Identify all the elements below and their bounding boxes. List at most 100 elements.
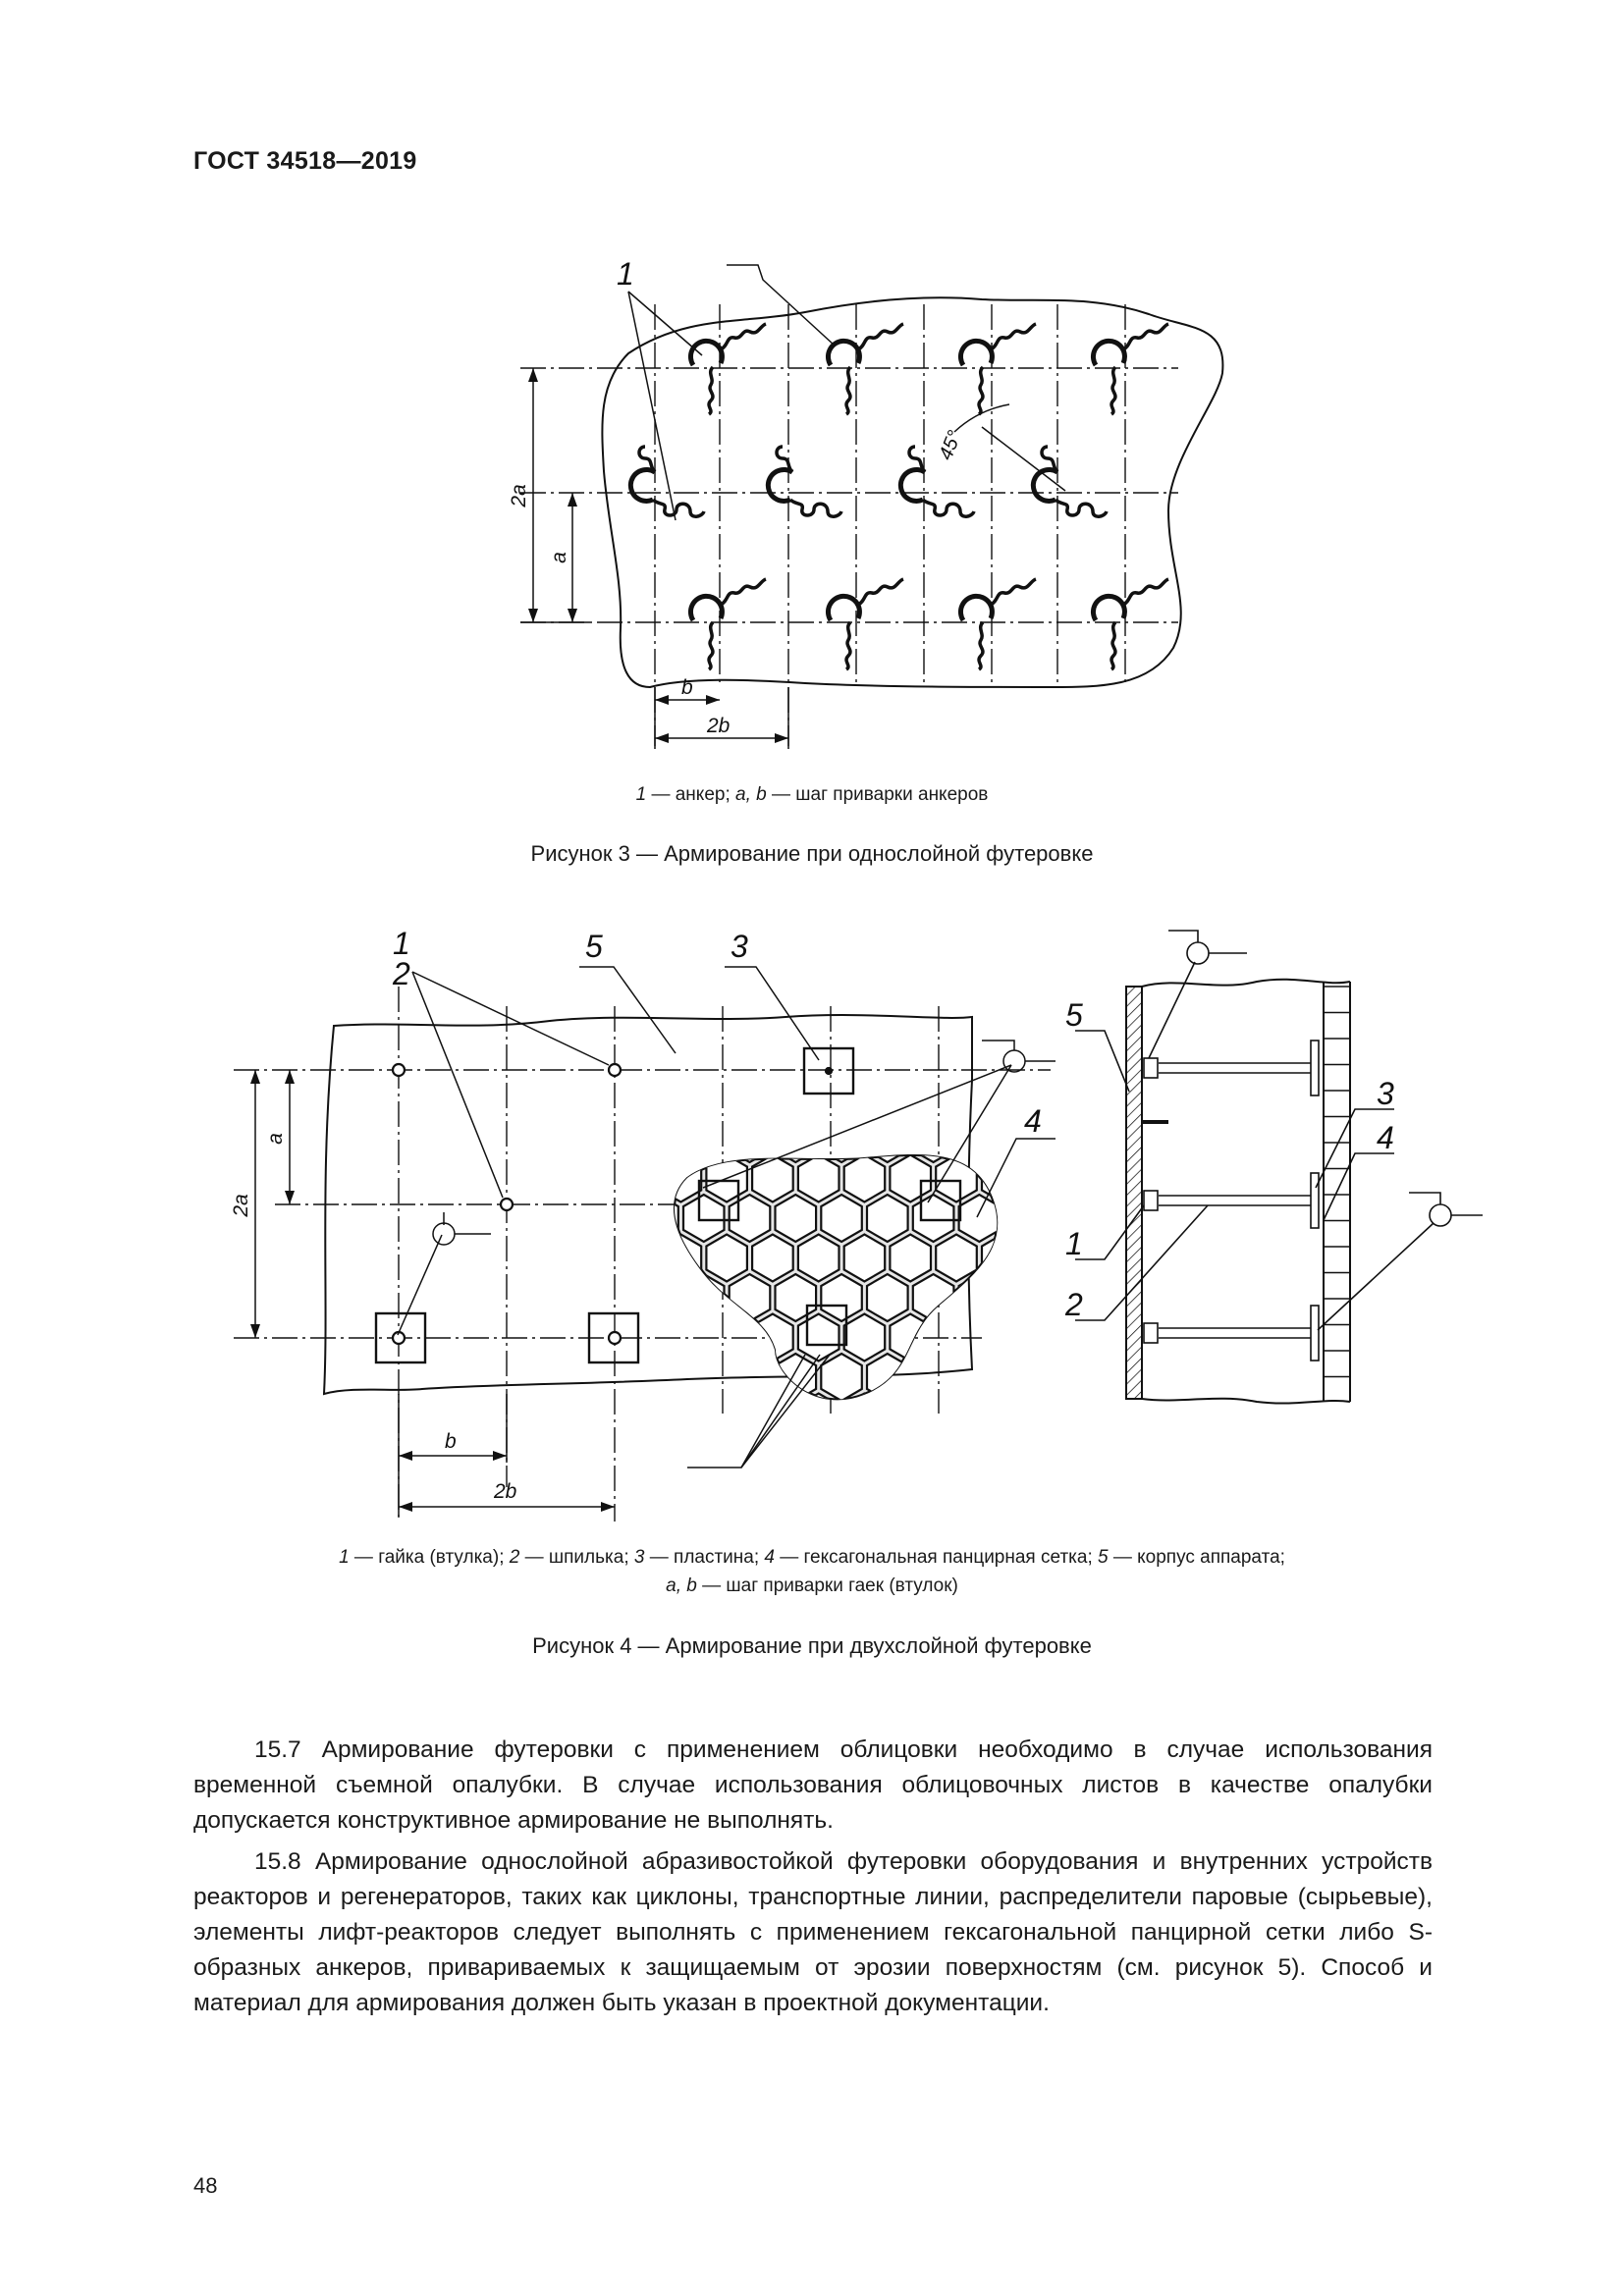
hex-mesh-cell	[1165, 1473, 1207, 1521]
hex-mesh-cell	[675, 1392, 703, 1400]
hex-mesh-cell	[796, 1392, 840, 1400]
hex-mesh-cell	[865, 1272, 909, 1323]
hex-mesh-cell	[980, 1392, 998, 1400]
hex-mesh-cell	[959, 1433, 1001, 1480]
hex-mesh-cell	[637, 1433, 678, 1480]
hex-mesh-cell	[774, 1154, 818, 1164]
fig3-anchor	[1090, 577, 1169, 671]
hex-mesh-cell	[675, 1352, 679, 1400]
hex-mesh-cell	[911, 1193, 955, 1244]
hex-mesh-cell	[1097, 1433, 1138, 1480]
hex-mesh-cell	[1028, 1235, 1069, 1282]
hex-mesh-cell	[705, 1392, 749, 1400]
hex-mesh-cell	[1234, 1115, 1275, 1162]
fig3-legend-part: 1	[635, 784, 647, 805]
hex-mesh-cell	[750, 1233, 794, 1283]
fig4-dim-a: a	[264, 1133, 287, 1145]
hex-mesh-cell	[728, 1193, 772, 1244]
hex-mesh-cell	[1004, 1274, 1046, 1321]
hex-mesh-cell	[675, 1233, 703, 1283]
figure-4-legend: 1 — гайка (втулка); 2 — шпилька; 3 — пла…	[196, 1543, 1428, 1600]
fig3-legend-part: — шаг приварки анкеров	[766, 784, 989, 805]
hex-mesh-cell	[1143, 1195, 1184, 1242]
hex-mesh-cell	[1028, 1314, 1069, 1362]
hex-mesh-cell	[1143, 1274, 1184, 1321]
hex-mesh-cell	[1212, 1235, 1253, 1282]
hex-mesh-cell	[842, 1392, 887, 1400]
hex-mesh-cell	[706, 1473, 747, 1521]
hex-mesh-cell	[1143, 1433, 1184, 1480]
hex-mesh-cell	[681, 1193, 726, 1244]
fig4-side-label-4: 4	[1377, 1120, 1394, 1155]
fig3-anchor	[765, 445, 843, 518]
hex-mesh-cell	[957, 1193, 998, 1244]
hex-mesh-cell	[957, 1154, 998, 1164]
hex-mesh-cell	[982, 1473, 1023, 1521]
figure-4-drawing: 1 2 5 3 4 a 2a b 2b	[230, 926, 1483, 1522]
fig3-outline	[601, 296, 1224, 689]
hex-mesh-cell	[844, 1473, 886, 1521]
hex-mesh-cell	[889, 1233, 933, 1283]
hex-mesh-cell	[675, 1154, 703, 1203]
fig3-anchor	[957, 577, 1037, 671]
hex-mesh-cell	[821, 1433, 862, 1480]
fig4-label-4: 4	[1024, 1103, 1042, 1139]
hex-mesh-cell	[1074, 1473, 1115, 1521]
hex-mesh-cell	[842, 1154, 887, 1203]
figure-3-caption: Рисунок 3 — Армирование при однослойной …	[530, 841, 1094, 866]
fig3-dim-b: b	[681, 676, 693, 699]
hex-mesh-cell	[1234, 1433, 1275, 1480]
fig3-anchor	[825, 577, 904, 671]
hex-mesh-cell	[890, 1473, 931, 1521]
hex-mesh-cell	[889, 1154, 933, 1203]
hex-mesh-cell	[1258, 1235, 1299, 1282]
hex-mesh-cell	[728, 1154, 772, 1164]
fig4-dim-2a: 2a	[230, 1194, 252, 1217]
hex-mesh-cell	[1165, 1235, 1207, 1282]
hex-mesh-cell	[750, 1312, 794, 1362]
fig4-label-5: 5	[585, 929, 603, 964]
hex-mesh-cell	[1234, 1195, 1275, 1242]
hex-mesh-cell	[980, 1312, 998, 1362]
hex-mesh-cell	[1028, 1394, 1069, 1441]
hex-mesh-cell	[661, 1473, 702, 1521]
hex-mesh-cell	[820, 1272, 863, 1323]
fig3-callout-1: 1	[617, 256, 634, 292]
fig4-side-label-2: 2	[1064, 1287, 1083, 1322]
fig3-anchor	[1030, 445, 1109, 518]
hex-mesh-cell	[865, 1193, 909, 1244]
hex-mesh-cell	[675, 1272, 679, 1323]
fig4-legend-line-2: a, b — шаг приварки гаек (втулок)	[196, 1572, 1428, 1600]
fig4-legend-part: — гайка (втулка);	[349, 1547, 510, 1568]
hex-mesh-cell	[820, 1193, 863, 1244]
page-number: 48	[193, 2173, 218, 2198]
hex-mesh-cell	[750, 1154, 794, 1203]
hex-mesh-cell	[1004, 1354, 1046, 1401]
fig4-side-label-5: 5	[1065, 997, 1083, 1033]
hex-mesh-cell	[1028, 1473, 1069, 1521]
hex-mesh-cell	[796, 1154, 840, 1203]
fig4-legend-part: — корпус аппарата;	[1108, 1547, 1285, 1568]
hex-mesh-cell	[1188, 1274, 1229, 1321]
figure-3-legend: 1 — анкер; a, b — шаг приварки анкеров	[196, 780, 1428, 809]
hex-mesh-cell	[705, 1233, 749, 1283]
fig3-anchor	[957, 322, 1037, 416]
hex-mesh-cell	[728, 1272, 772, 1323]
fig3-legend-part: a, b	[735, 784, 767, 805]
figure-4-caption: Рисунок 4 — Армирование при двухслойной …	[532, 1633, 1092, 1658]
paragraph-15-8: 15.8 Армирование однослойной абразивосто…	[193, 1848, 1433, 2016]
hex-mesh-cell	[750, 1392, 794, 1400]
hex-mesh-cell	[865, 1352, 909, 1400]
hex-mesh-cell	[1004, 1433, 1046, 1480]
hex-mesh-cell	[681, 1272, 726, 1323]
fig4-label-3: 3	[731, 929, 748, 964]
fig3-anchor	[687, 577, 767, 671]
fig4-side-label-1: 1	[1065, 1226, 1083, 1261]
hex-mesh-cell	[774, 1193, 818, 1244]
fig3-anchor	[627, 445, 706, 518]
body-text: 15.7 Армирование футеровки с применением…	[193, 1733, 1433, 2027]
hex-mesh-cell	[1051, 1433, 1092, 1480]
hex-mesh-cell	[681, 1154, 726, 1164]
hex-mesh-cell	[1143, 1354, 1184, 1401]
hex-mesh-cell	[820, 1352, 863, 1400]
